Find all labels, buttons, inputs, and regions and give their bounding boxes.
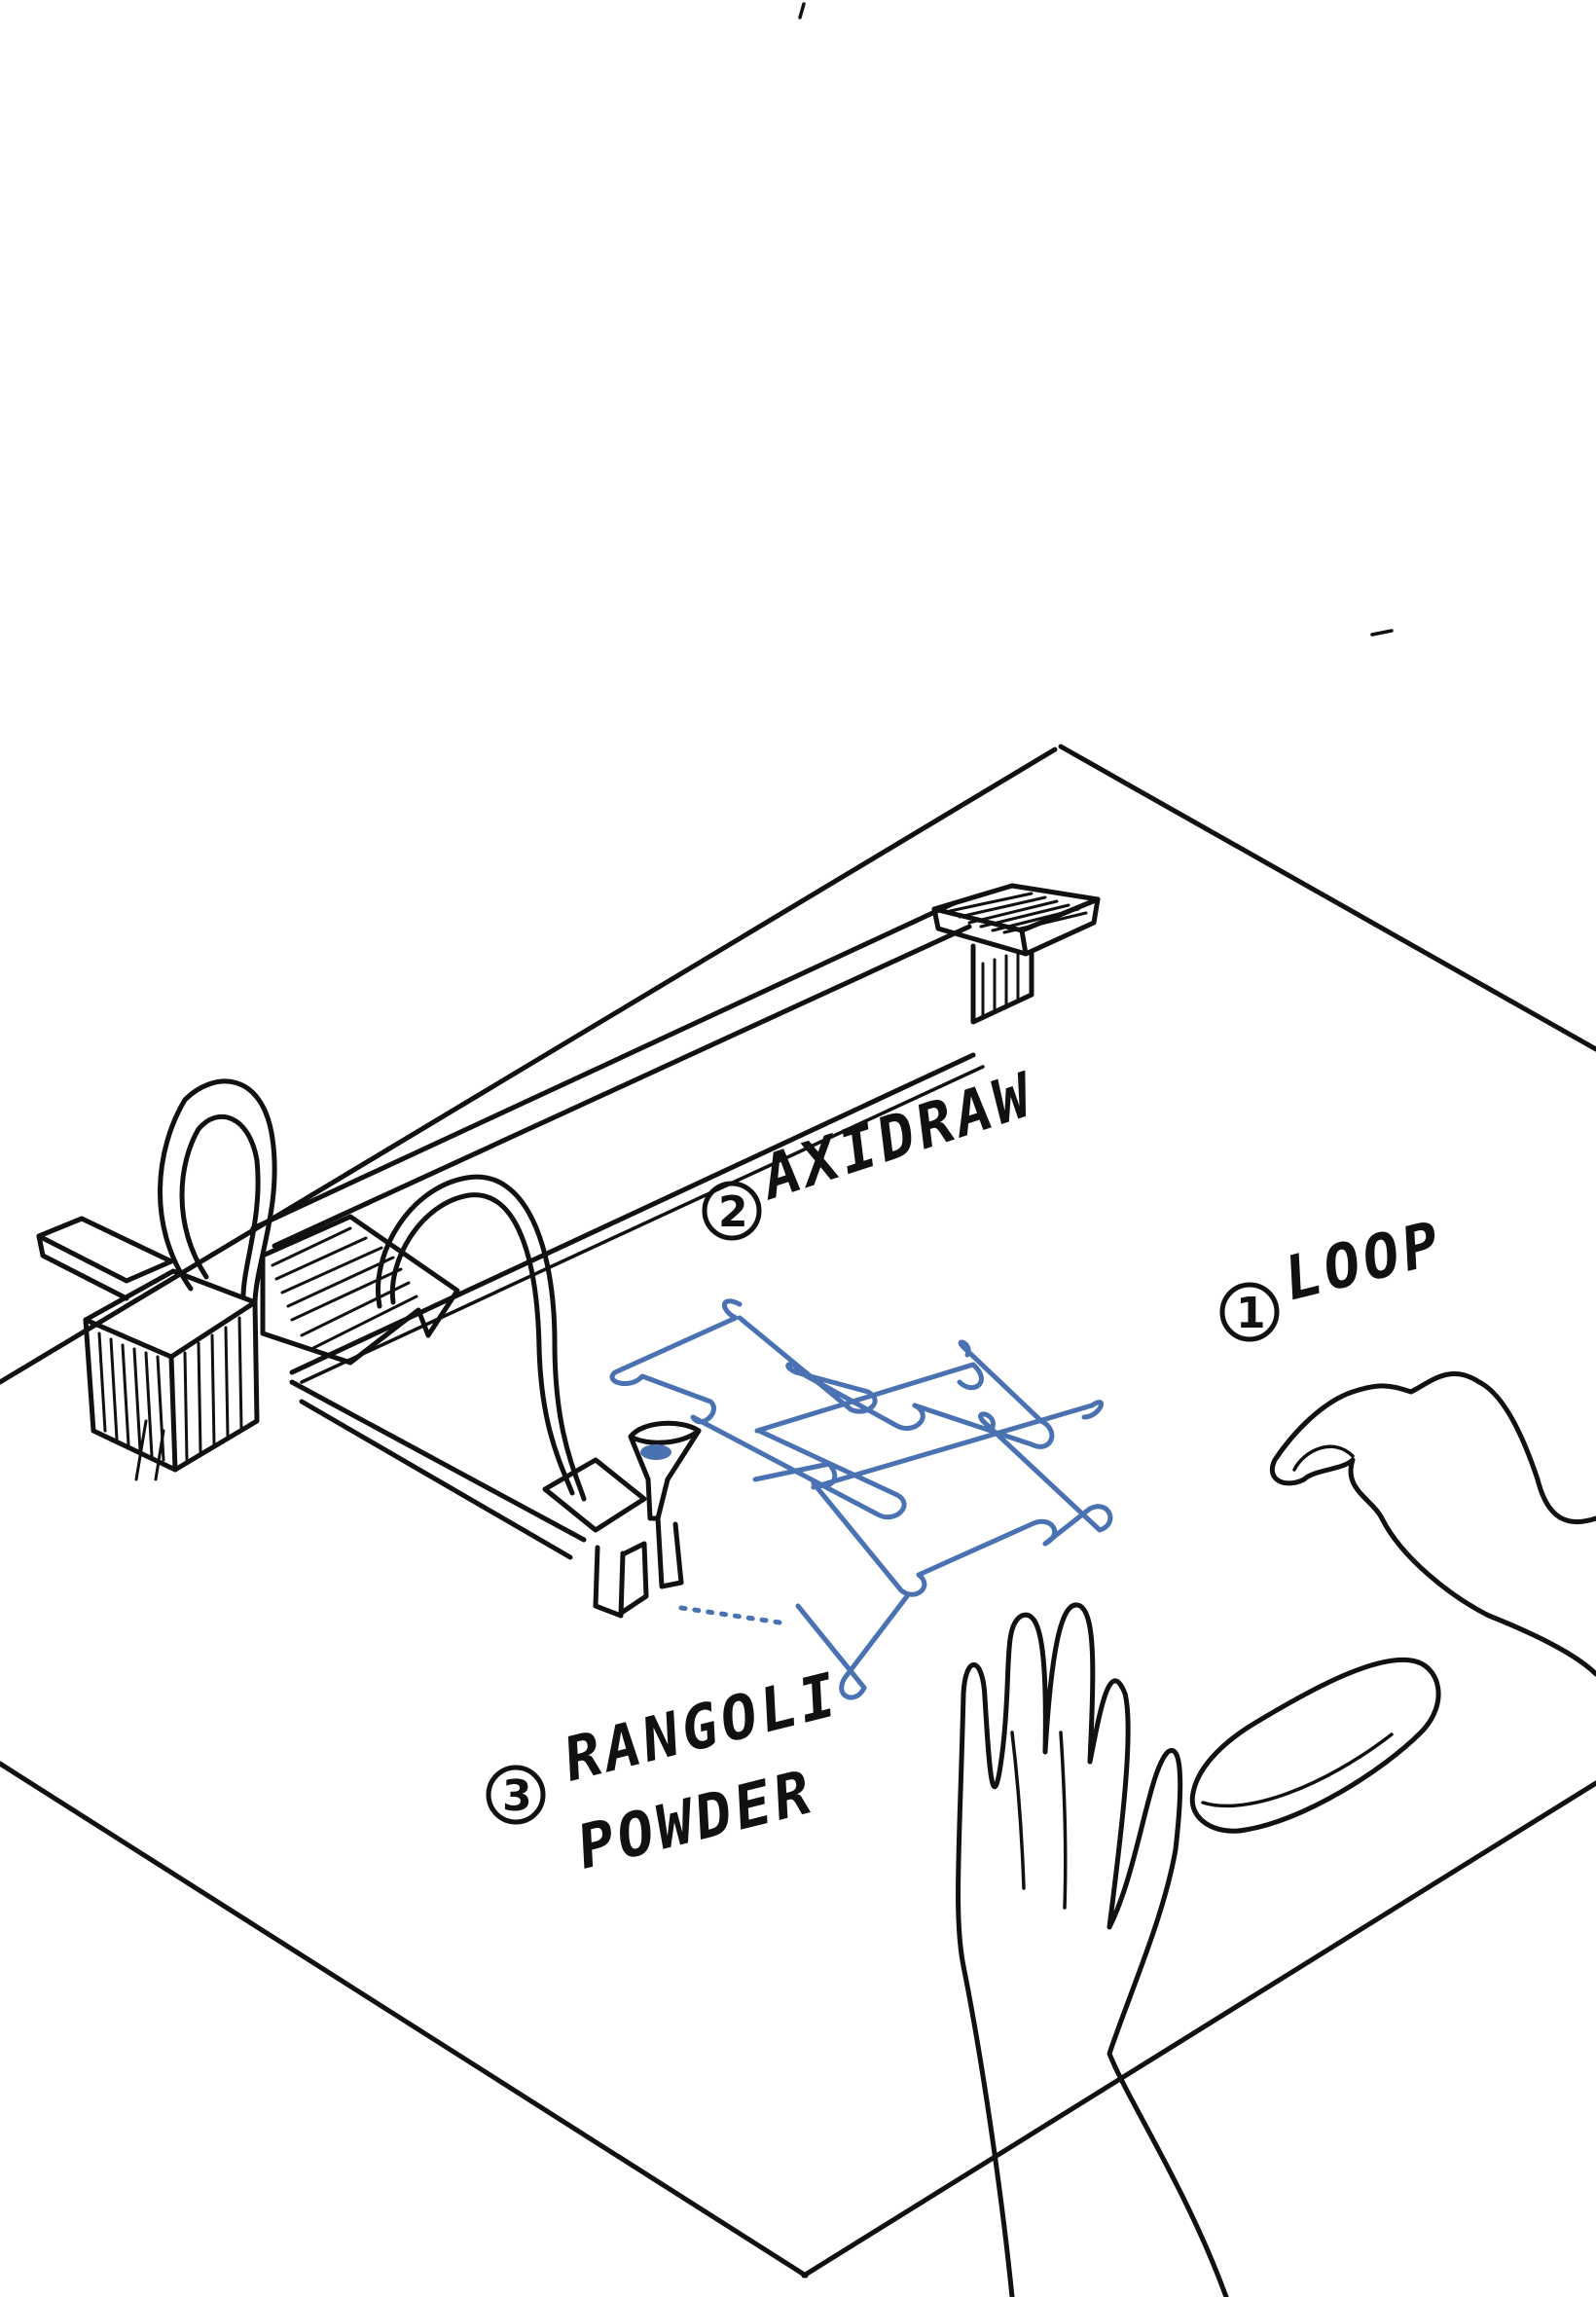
pen-holder: [596, 1518, 681, 1616]
left-hand: [959, 1605, 1226, 2297]
axidraw-plotter: [39, 886, 1098, 1616]
stray-mark-right: [1372, 631, 1392, 635]
label-rangoli-number: 3: [502, 1771, 532, 1821]
label-loop: 1 LOOP: [1222, 1207, 1450, 1339]
pestle: [1192, 1659, 1438, 1831]
powder-in-funnel: [640, 1444, 671, 1460]
label-loop-number: 1: [1236, 1289, 1266, 1338]
rangoli-pattern: [612, 1301, 1110, 1697]
rail-end-block: [934, 886, 1098, 1022]
label-axidraw: 2 AXIDRAW: [705, 1058, 1043, 1238]
label-axidraw-text: AXIDRAW: [749, 1058, 1043, 1214]
funnel: [631, 1423, 699, 1518]
stray-mark-top: [800, 4, 804, 18]
label-axidraw-number: 2: [718, 1187, 748, 1237]
right-hand: [1272, 1373, 1596, 1674]
label-loop-text: LOOP: [1277, 1207, 1450, 1315]
motor-block: [86, 1271, 257, 1479]
label-rangoli-powder: 3 RANGOLI POWDER: [489, 1659, 847, 1883]
